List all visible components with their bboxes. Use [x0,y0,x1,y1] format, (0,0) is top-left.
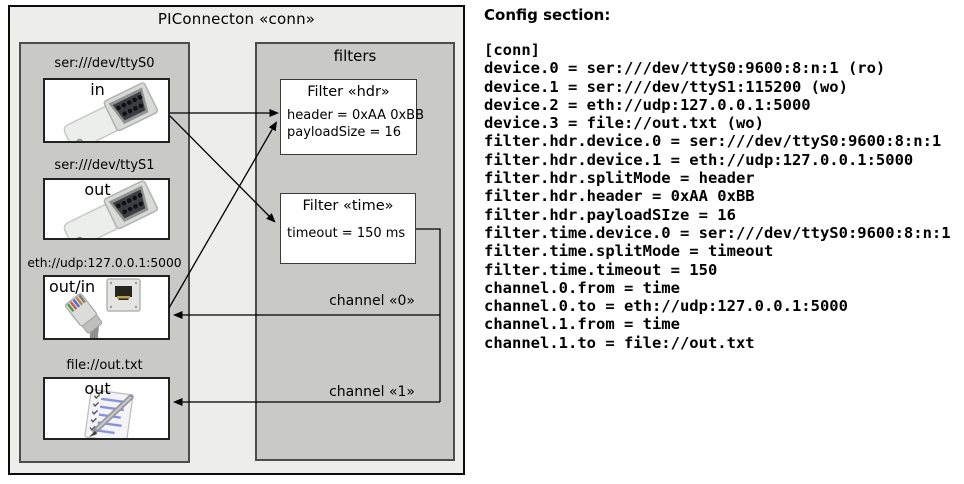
device-uri-label-file: file://out.txt [66,358,143,373]
device-direction-label: out/in [49,277,96,296]
device-box-ttys0: in [43,78,170,143]
config-section: Config section: [conn] device.0 = ser://… [484,6,962,352]
config-text: [conn] device.0 = ser:///dev/ttyS0:9600:… [484,41,951,352]
piconnection-container: PIConnecton «conn» ser:///dev/ttyS0 [8,5,465,475]
device-direction-label: out [84,180,111,199]
device-uri-label-ttys1: ser:///dev/ttyS1 [54,158,155,173]
notepad-pen-icon [84,388,134,438]
filter-hdr-title: Filter «hdr» [307,84,390,100]
filter-attribute: payloadSize = 16 [287,124,402,140]
filter-attribute: header = 0xAA 0xBB [287,108,425,123]
device-box-file: out [43,377,170,440]
filter-time-box: Filter «time» timeout = 150 ms [280,193,416,264]
filters-column: filters Filter «hdr» header = 0xAA 0xBB … [255,42,455,461]
channel-0-label: channel «0» [329,293,415,309]
ethernet-connector-icon [64,278,141,338]
filter-hdr-box: Filter «hdr» header = 0xAA 0xBB payloadS… [280,79,425,155]
devices-column: ser:///dev/ttyS0 in [19,42,190,463]
config-heading: Config section: [484,6,611,24]
device-box-ttys1: out [43,178,170,240]
device-uri-label-ttys0: ser:///dev/ttyS0 [54,56,155,71]
diagram-title: PIConnecton «conn» [157,10,316,28]
filter-time-title: Filter «time» [302,198,394,214]
device-uri-label-eth: eth://udp:127.0.0.1:5000 [27,256,182,270]
device-direction-label: out [84,379,111,398]
serial-connector-icon [63,82,158,141]
filters-column-title: filters [333,47,377,65]
serial-connector-icon [63,180,158,238]
device-direction-label: in [90,80,105,99]
filter-attribute: timeout = 150 ms [287,226,406,241]
channel-1-label: channel «1» [329,384,415,400]
device-box-eth: out/in [43,275,170,340]
